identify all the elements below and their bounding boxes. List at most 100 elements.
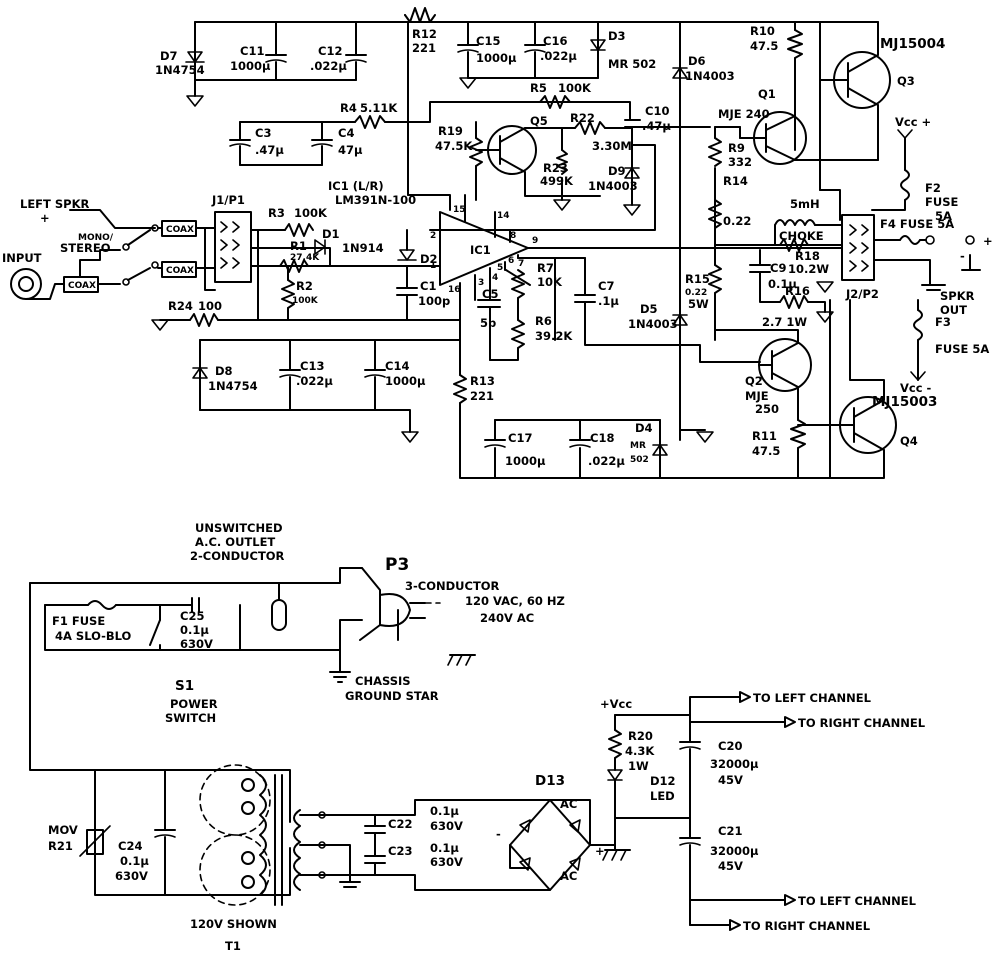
chassis-label-2: GROUND STAR: [345, 689, 439, 703]
f2-label: F2: [925, 181, 941, 195]
r23-value: 499K: [540, 174, 574, 188]
f3-label: F3: [935, 315, 951, 329]
d3-label: D3: [608, 29, 626, 43]
amplifier-section: [10, 7, 981, 479]
j2p2-label: J2/P2: [845, 287, 879, 301]
c20-value-1: 32000µ: [710, 757, 759, 771]
conductor-label: 3-CONDUCTOR: [405, 579, 500, 593]
r6-label: R6: [535, 314, 552, 328]
pin-9: 9: [532, 236, 538, 246]
r24-value: 100: [198, 299, 222, 313]
mono-label: MONO/: [78, 233, 114, 243]
r4-label: R4: [340, 101, 357, 115]
pin-1: 1: [430, 261, 436, 271]
c25-value-1: 0.1µ: [180, 623, 209, 637]
pin-3: 3: [478, 278, 484, 288]
c14-value: 1000µ: [385, 374, 426, 388]
d2-label: D2: [420, 252, 438, 266]
r11-value: 47.5: [752, 444, 780, 458]
120v-shown-label: 120V SHOWN: [190, 917, 277, 931]
c9-value: 0.1µ: [768, 277, 797, 291]
r15-value-2: 5W: [688, 297, 709, 311]
c22-value-1: 0.1µ: [430, 804, 459, 818]
ground-symbol: [186, 95, 204, 107]
c10-label: C10: [645, 104, 669, 118]
r11-label: R11: [752, 429, 777, 443]
ic1-label: IC1: [470, 243, 491, 257]
r4-value: 5.11K: [360, 101, 398, 115]
q3-label: Q3: [897, 74, 915, 88]
pin-16: 16: [448, 285, 461, 295]
r10-label: R10: [750, 24, 775, 38]
r3-value: 100K: [294, 206, 328, 220]
j2-p2-connector: [841, 214, 875, 281]
c21-value-2: 45V: [718, 859, 743, 873]
r20-value-1: 4.3K: [625, 744, 655, 758]
c7-label: C7: [598, 279, 614, 293]
c5-value: 5p: [480, 316, 496, 330]
c15-value: 1000µ: [476, 51, 517, 65]
left-spkr-label: LEFT SPKR: [20, 197, 90, 211]
r23-label: R23: [543, 161, 568, 175]
d6-label: D6: [688, 54, 706, 68]
coax-label-3: COAX: [68, 281, 96, 291]
r2-label: R2: [296, 279, 313, 293]
c3-label: C3: [255, 126, 271, 140]
r13-label: R13: [470, 374, 495, 388]
c12-label: C12: [318, 44, 342, 58]
vac-label: 120 VAC, 60 HZ: [465, 594, 565, 608]
outlet-label-1: UNSWITCHED: [195, 521, 283, 535]
outlet-label-3: 2-CONDUCTOR: [190, 549, 285, 563]
d4-value: MR: [630, 441, 646, 451]
bridge-minus: -: [496, 827, 501, 841]
r15-label: R15: [685, 272, 710, 286]
c24-value-2: 630V: [115, 869, 148, 883]
chassis-label-1: CHASSIS: [355, 674, 411, 688]
pin-5: 5: [497, 263, 503, 273]
c5-label: C5: [482, 287, 498, 301]
c14-label: C14: [385, 359, 409, 373]
ic1-lr-label: IC1 (L/R): [328, 179, 384, 193]
r14-value: 0.22: [723, 214, 751, 228]
switch-label: SWITCH: [165, 711, 216, 725]
f1-label: F1 FUSE: [52, 614, 105, 628]
r19-label: R19: [438, 124, 463, 138]
d8-label: D8: [215, 364, 233, 378]
q2-value-1: MJE: [745, 389, 769, 403]
to-right-channel-1: TO RIGHT CHANNEL: [798, 716, 926, 730]
j1p1-label: J1/P1: [211, 193, 245, 207]
d7-label: D7: [160, 49, 178, 63]
ac-label-2: AC: [560, 869, 577, 883]
outlet-label-2: A.C. OUTLET: [195, 535, 275, 549]
c13-label: C13: [300, 359, 324, 373]
r7-value: 10K: [537, 275, 563, 289]
q2-label: Q2: [745, 374, 763, 388]
bridge-plus: +: [595, 844, 605, 858]
mj15004-label: MJ15004: [880, 36, 945, 52]
vcc-plus-label: Vcc +: [895, 115, 931, 129]
to-left-channel-2: TO LEFT CHANNEL: [798, 894, 917, 908]
r9-value: 332: [728, 155, 752, 169]
c4-label: C4: [338, 126, 354, 140]
d9-value: 1N4003: [588, 179, 638, 193]
c20-value-2: 45V: [718, 773, 743, 787]
d5-value: 1N4003: [628, 317, 678, 331]
c25-label: C25: [180, 609, 204, 623]
choke-label: CHOKE: [779, 229, 824, 243]
r18-label: R18: [795, 249, 820, 263]
f2-value: FUSE: [925, 195, 958, 209]
coax-label-2: COAX: [166, 266, 194, 276]
ic1-part-label: LM391N-100: [335, 193, 416, 207]
d12-label: D12: [650, 774, 676, 788]
c24-value-1: 0.1µ: [120, 854, 149, 868]
d6-value: 1N4003: [685, 69, 735, 83]
r15-value: 0.22: [685, 288, 707, 298]
q1-value: MJE 240: [718, 107, 770, 121]
pin-2: 2: [430, 231, 436, 241]
spkr-label: SPKR: [940, 289, 975, 303]
r20-label: R20: [628, 729, 653, 743]
c22-value-2: 630V: [430, 819, 463, 833]
c11-label: C11: [240, 44, 264, 58]
p3-label: P3: [385, 555, 409, 575]
